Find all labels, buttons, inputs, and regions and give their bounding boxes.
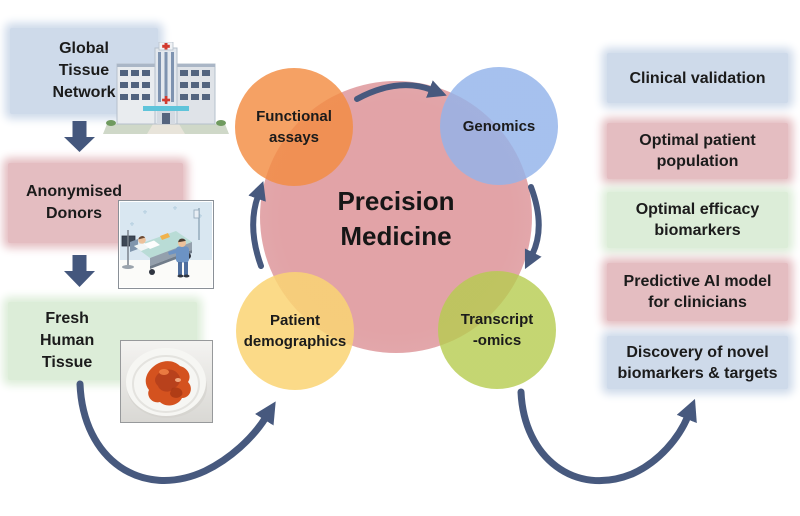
arrow-functional-assays-to-genomics-icon	[354, 80, 447, 102]
circle-functional-assays: Functional assays	[235, 68, 353, 186]
box-optimal-patient-population: Optimal patient population	[607, 123, 788, 179]
box-predictive-ai-model: Predictive AI model for clinicians	[607, 263, 788, 321]
hospital-illustration	[103, 42, 229, 134]
circle-label: Genomics	[462, 117, 536, 135]
box-label: Optimal patient population	[639, 132, 756, 170]
box-clinical-validation: Clinical validation	[607, 53, 788, 103]
arrow-genomics-to-transcriptomics-icon	[524, 184, 542, 270]
box-label: Predictive AI model for clinicians	[623, 273, 772, 311]
box-label: Global Tissue Network	[52, 40, 116, 101]
down-arrow-network-to-donors-icon	[64, 121, 95, 152]
box-label: Fresh Human Tissue	[40, 310, 95, 371]
box-discovery-novel-biomarkers: Discovery of novel biomarkers & targets	[607, 336, 788, 389]
circle-transcriptomics: Transcript -omics	[438, 271, 556, 389]
down-arrow-donors-to-tissue-icon	[64, 255, 95, 287]
diagram-title: Precision Medicine	[337, 186, 455, 251]
tissue-sample-photo	[120, 340, 213, 423]
box-label: Clinical validation	[629, 69, 766, 87]
circle-label: Patient demographics	[243, 312, 347, 350]
box-optimal-efficacy-biomarkers: Optimal efficacy biomarkers	[607, 192, 788, 248]
arrow-fresh-tissue-to-patient-demographics-icon	[76, 380, 276, 484]
arrow-transcriptomics-to-discovery-icon	[517, 388, 697, 485]
circle-genomics: Genomics	[440, 67, 558, 185]
box-label: Optimal efficacy biomarkers	[635, 201, 760, 239]
hospital-bed-illustration	[118, 200, 214, 289]
circle-label: Transcript -omics	[460, 311, 534, 349]
arrow-patient-demographics-to-functional-assays-icon	[248, 181, 266, 269]
box-label: Discovery of novel biomarkers & targets	[617, 343, 778, 382]
circle-patient-demographics: Patient demographics	[236, 272, 354, 390]
circle-label: Functional assays	[256, 108, 332, 146]
box-label: Anonymised Donors	[26, 183, 123, 222]
